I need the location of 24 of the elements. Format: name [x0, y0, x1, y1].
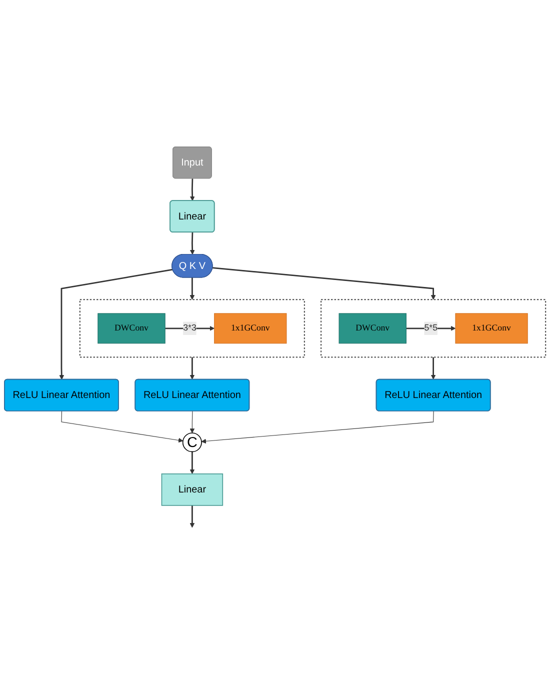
edge-label: 3*3 — [183, 323, 196, 333]
cluster — [320, 299, 546, 358]
cluster — [79, 299, 305, 358]
arrow — [190, 232, 195, 255]
arrow — [61, 410, 184, 443]
node-circle: C — [182, 432, 202, 452]
arrow — [190, 452, 195, 474]
arrow — [430, 357, 436, 380]
arrow — [165, 326, 215, 331]
node-box: Linear — [161, 473, 224, 506]
node-box: DWConv — [338, 313, 406, 344]
arrow — [190, 277, 195, 300]
edge-label: 5*5 — [424, 323, 438, 333]
arrow — [190, 410, 195, 434]
arrow — [190, 357, 195, 380]
node-box: 1x1GConv — [214, 313, 287, 344]
arrow — [190, 178, 195, 202]
node-box: 1x1GConv — [455, 313, 528, 344]
arrow — [201, 410, 434, 444]
arrow — [190, 505, 195, 528]
arrow — [212, 267, 436, 300]
node-box: DWConv — [98, 313, 166, 344]
arrow — [406, 326, 456, 331]
arrow — [59, 268, 173, 380]
